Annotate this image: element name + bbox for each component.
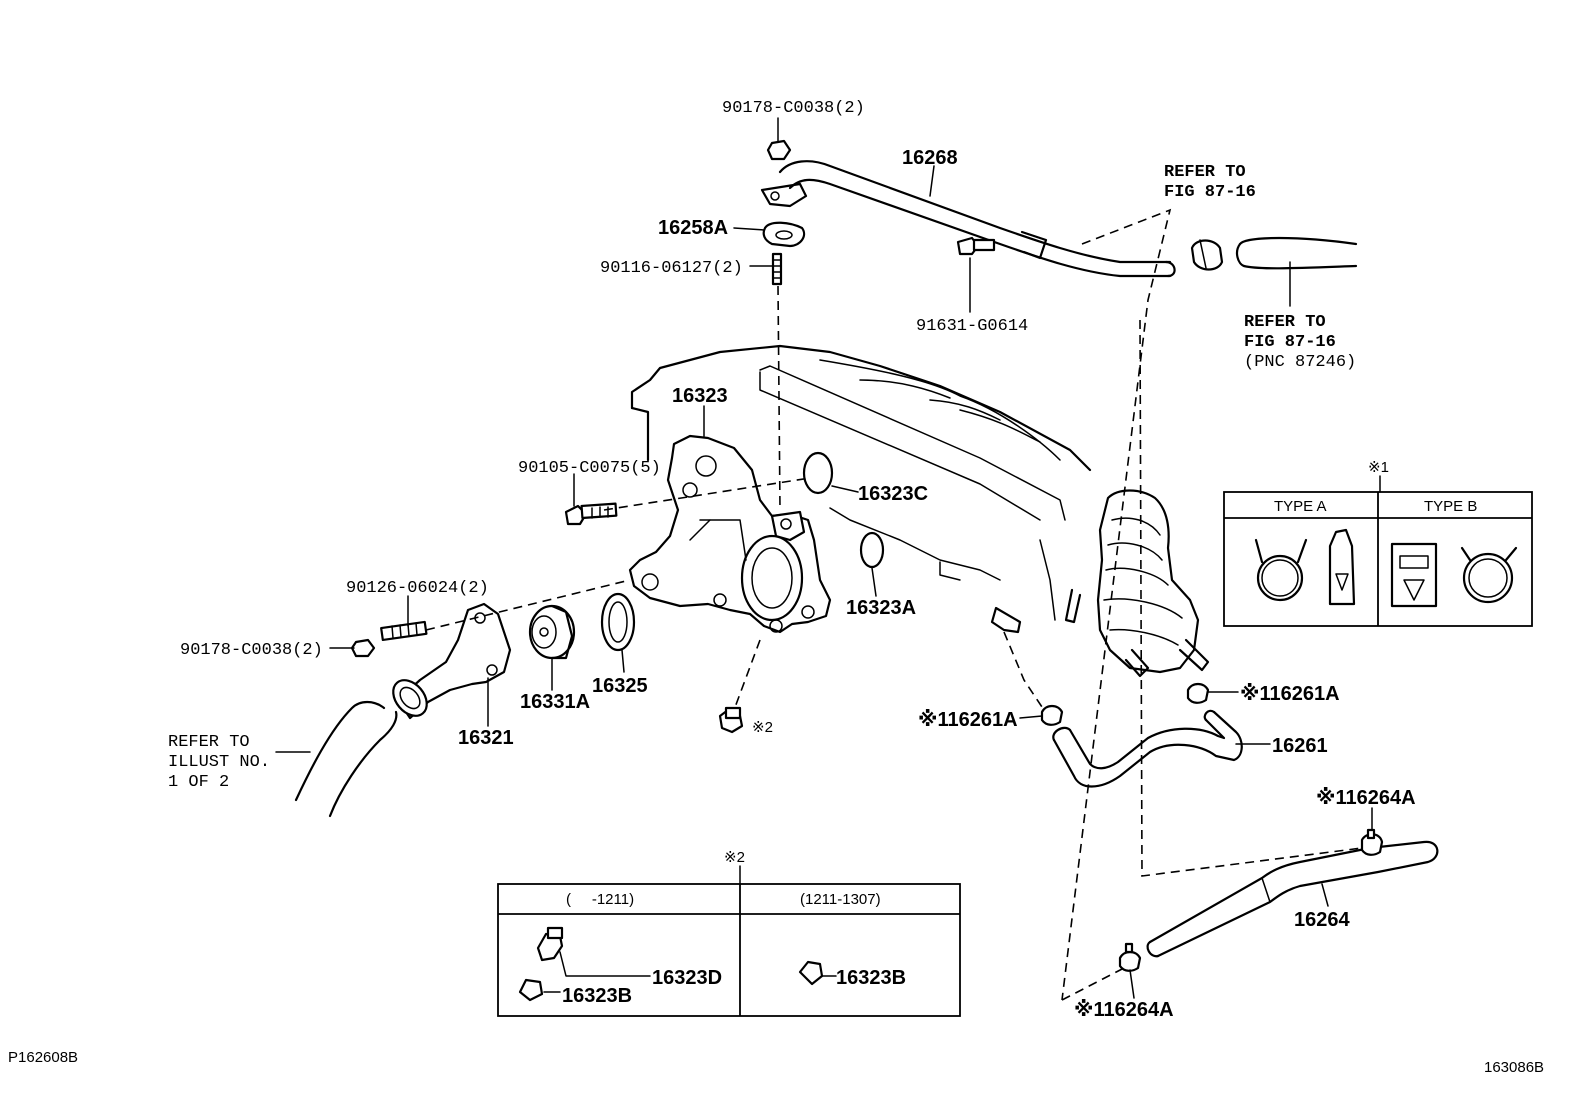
drain-plug-note2: [718, 706, 744, 734]
label-16321: 16321: [458, 727, 514, 749]
note2-plug-variants-table: ※2 ( -1211) (1211-1307) 16323D 16323B 16…: [497, 849, 961, 1017]
label-stud-90126: 90126-06024(2): [346, 579, 489, 598]
clamp-16264a-top: [1360, 828, 1384, 856]
label-16261a-right: ※116261A: [1240, 683, 1340, 705]
label-refer-left-line1: REFER TO: [168, 733, 250, 752]
bypass-pipe-16268: [760, 160, 1176, 278]
label-refer-top-line2: FIG 87-16: [1164, 183, 1256, 202]
drawing-code-right: 163086B: [1484, 1059, 1544, 1076]
note1-type-b-header: TYPE B: [1424, 498, 1477, 515]
hose-clamp-top: [1190, 239, 1224, 271]
label-bolt-91631: 91631-G0614: [916, 317, 1028, 336]
label-refer-hose-line1: REFER TO: [1244, 313, 1326, 332]
nut-90178-top: [766, 139, 792, 161]
label-nut-90178-inlet: 90178-C0038(2): [180, 641, 323, 660]
hose-refer-87246: [1235, 236, 1358, 270]
clamp-16261a-right: [1186, 682, 1210, 704]
note2-mark: ※2: [724, 849, 745, 866]
nut-90178-inlet: [350, 638, 376, 658]
part-labels: 90178-C0038(2) 16268 16258A 90116-06127(…: [168, 99, 1416, 1021]
type-a-clamp-side: [1328, 528, 1356, 606]
note1-type-a-header: TYPE A: [1274, 498, 1327, 515]
label-16258a: 16258A: [658, 217, 728, 239]
label-16261a-left: ※116261A: [918, 709, 1018, 731]
type-b-clamp-ring: [1462, 552, 1514, 604]
label-refer-top-line1: REFER TO: [1164, 163, 1246, 182]
note1-mark: ※1: [1368, 459, 1389, 476]
type-b-clamp-side: [1390, 542, 1438, 608]
engine-block-outline: [630, 344, 1092, 634]
label-nut-90178-top: 90178-C0038(2): [722, 99, 865, 118]
drawing-code-left: P162608B: [8, 1049, 78, 1066]
hose-16264: [1146, 840, 1439, 958]
type-a-clamp-ears: [1254, 538, 1308, 564]
note2-col-left-header: ( -1211): [566, 891, 634, 908]
label-16268: 16268: [902, 147, 958, 169]
label-stud-90116: 90116-06127(2): [600, 259, 743, 278]
label-16264a-bottom: ※116264A: [1074, 999, 1174, 1021]
clamp-16264a-bottom: [1118, 942, 1142, 972]
note2-col-right-header: (1211-1307): [800, 891, 881, 908]
gasket-16325: [600, 592, 636, 652]
note2-bolt-16323b-left: [518, 978, 544, 1002]
label-16323c: 16323C: [858, 483, 928, 505]
note2-plug-16323d: [536, 932, 564, 962]
bolt-91631: [956, 236, 996, 256]
gasket-16258a: [762, 221, 806, 248]
hose-16261: [1052, 709, 1243, 788]
note2-bolt-16323b-right: [798, 960, 824, 986]
note2-label-16323b-right: 16323B: [836, 967, 906, 989]
clamp-16261a-left: [1040, 704, 1064, 726]
label-16264a-top: ※116264A: [1316, 787, 1416, 809]
bolt-90105: [564, 502, 618, 526]
label-16261: 16261: [1272, 735, 1328, 757]
o-ring-16323c: [802, 451, 834, 495]
label-refer-left-line3: 1 OF 2: [168, 773, 229, 792]
label-16323a: 16323A: [846, 597, 916, 619]
label-refer-hose-line3: (PNC 87246): [1244, 353, 1356, 372]
label-refer-left-line2: ILLUST NO.: [168, 753, 270, 772]
o-ring-16323a: [859, 531, 885, 569]
stud-90126: [380, 620, 428, 642]
label-16331a: 16331A: [520, 691, 590, 713]
label-16264: 16264: [1294, 909, 1350, 931]
leader-lines: [275, 117, 1373, 999]
note2-label-16323d: 16323D: [652, 967, 722, 989]
hose-left-refer: [294, 700, 398, 818]
water-inlet-16321: [392, 602, 512, 720]
note2-label-16323b-left: 16323B: [562, 985, 632, 1007]
note1-clamp-types-table: ※1 TYPE A TYPE B: [1223, 459, 1533, 627]
thermostat-16331a: [528, 604, 576, 660]
label-bolt-90105: 90105-C0075(5): [518, 459, 661, 478]
label-refer-hose-line2: FIG 87-16: [1244, 333, 1336, 352]
water-pump-assembly: [1064, 489, 1210, 678]
label-16325: 16325: [592, 675, 648, 697]
label-16323: 16323: [672, 385, 728, 407]
type-a-clamp-ring: [1256, 554, 1304, 602]
stud-90116: [771, 252, 783, 286]
label-note2-plug: ※2: [752, 719, 773, 736]
water-outlet-housing-16323: [628, 434, 832, 634]
reference-dashed-lines: [425, 208, 1363, 1001]
